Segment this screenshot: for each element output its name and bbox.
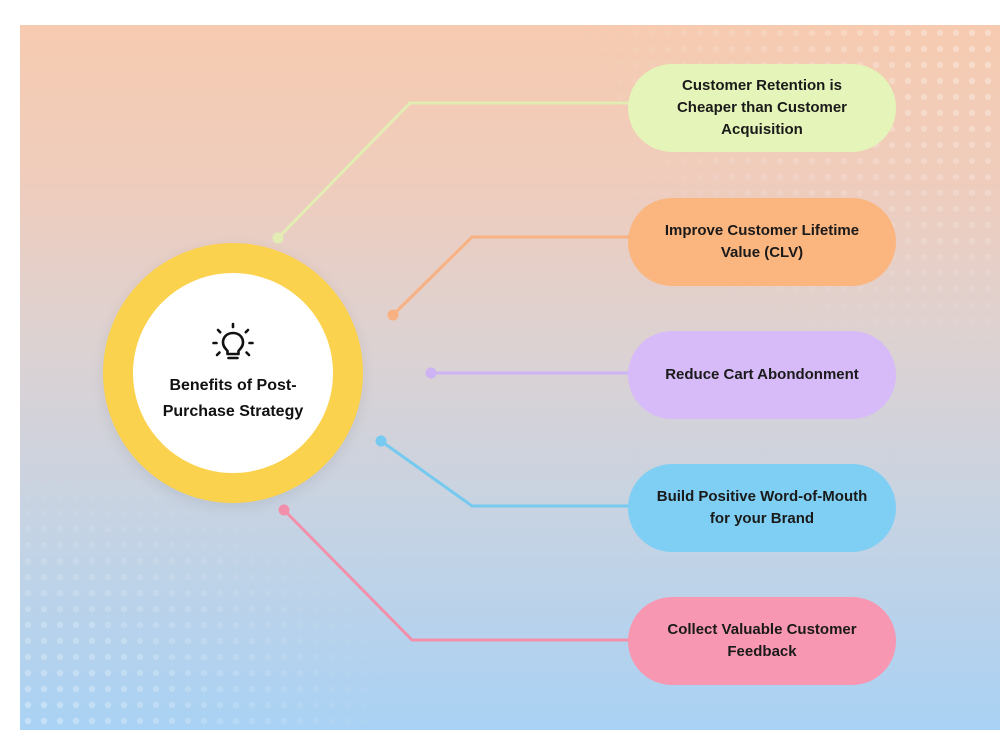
connector-1 xyxy=(272,101,630,244)
benefit-pill-cart: Reduce Cart Abondonment xyxy=(628,331,896,419)
connector-3 xyxy=(425,367,630,379)
benefit-label: Reduce Cart Abondonment xyxy=(665,366,859,383)
benefit-label: Collect Valuable Customer Feedback xyxy=(667,621,857,660)
hub-title: Benefits of Post-Purchase Strategy xyxy=(162,377,304,420)
hub-center: Benefits of Post-Purchase Strategy xyxy=(133,273,333,473)
benefit-pill-retention: Customer Retention is Cheaper than Custo… xyxy=(628,64,896,152)
benefit-label: Build Positive Word-of-Mouth for your Br… xyxy=(656,488,868,527)
connector-2 xyxy=(387,235,630,321)
benefit-label: Improve Customer Lifetime Value (CLV) xyxy=(664,222,860,261)
connector-4 xyxy=(375,435,630,508)
hub-ring: Benefits of Post-Purchase Strategy xyxy=(103,243,363,503)
benefit-pill-word-of-mouth: Build Positive Word-of-Mouth for your Br… xyxy=(628,464,896,552)
benefit-pill-feedback: Collect Valuable Customer Feedback xyxy=(628,597,896,685)
benefit-label: Customer Retention is Cheaper than Custo… xyxy=(676,77,848,138)
lightbulb-icon xyxy=(212,322,254,360)
benefit-pill-clv: Improve Customer Lifetime Value (CLV) xyxy=(628,198,896,286)
connector-5 xyxy=(278,504,630,642)
